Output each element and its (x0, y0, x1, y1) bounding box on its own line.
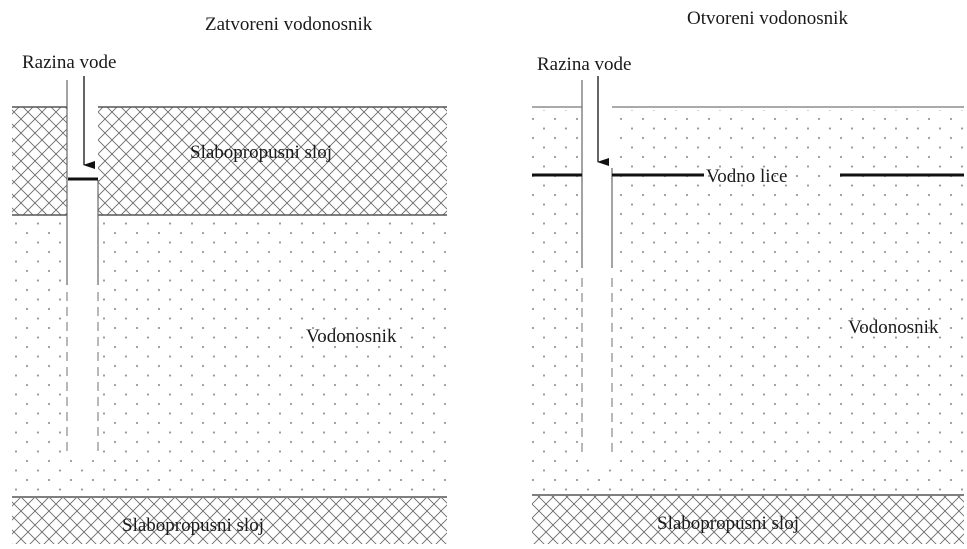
unconfined-lower-confining-layer (532, 496, 964, 544)
unconfined-well-casing (582, 80, 612, 462)
unconfined-aquifer-panel: Otvoreni vodonosnik Razina vode Vodno li… (532, 8, 964, 544)
unconfined-aquifer-label: Vodonosnik (848, 317, 939, 338)
confined-aquifer-panel: Zatvoreni vodonosnik Razina vode Slabopr… (12, 14, 447, 544)
confined-well-casing (67, 80, 98, 460)
unconfined-water-table-label: Vodno lice (706, 166, 787, 187)
confined-aquifer-label: Vodonosnik (306, 326, 397, 347)
unconfined-title: Otvoreni vodonosnik (687, 8, 848, 29)
unconfined-water-level-label: Razina vode (537, 54, 631, 75)
confined-water-level-label: Razina vode (22, 52, 116, 73)
confined-upper-layer-label: Slabopropusni sloj (190, 142, 332, 163)
confined-title: Zatvoreni vodonosnik (205, 14, 373, 35)
unconfined-lower-layer-label: Slabopropusni sloj (657, 513, 799, 534)
confined-lower-confining-layer (12, 498, 447, 544)
confined-lower-layer-label: Slabopropusni sloj (122, 515, 264, 536)
